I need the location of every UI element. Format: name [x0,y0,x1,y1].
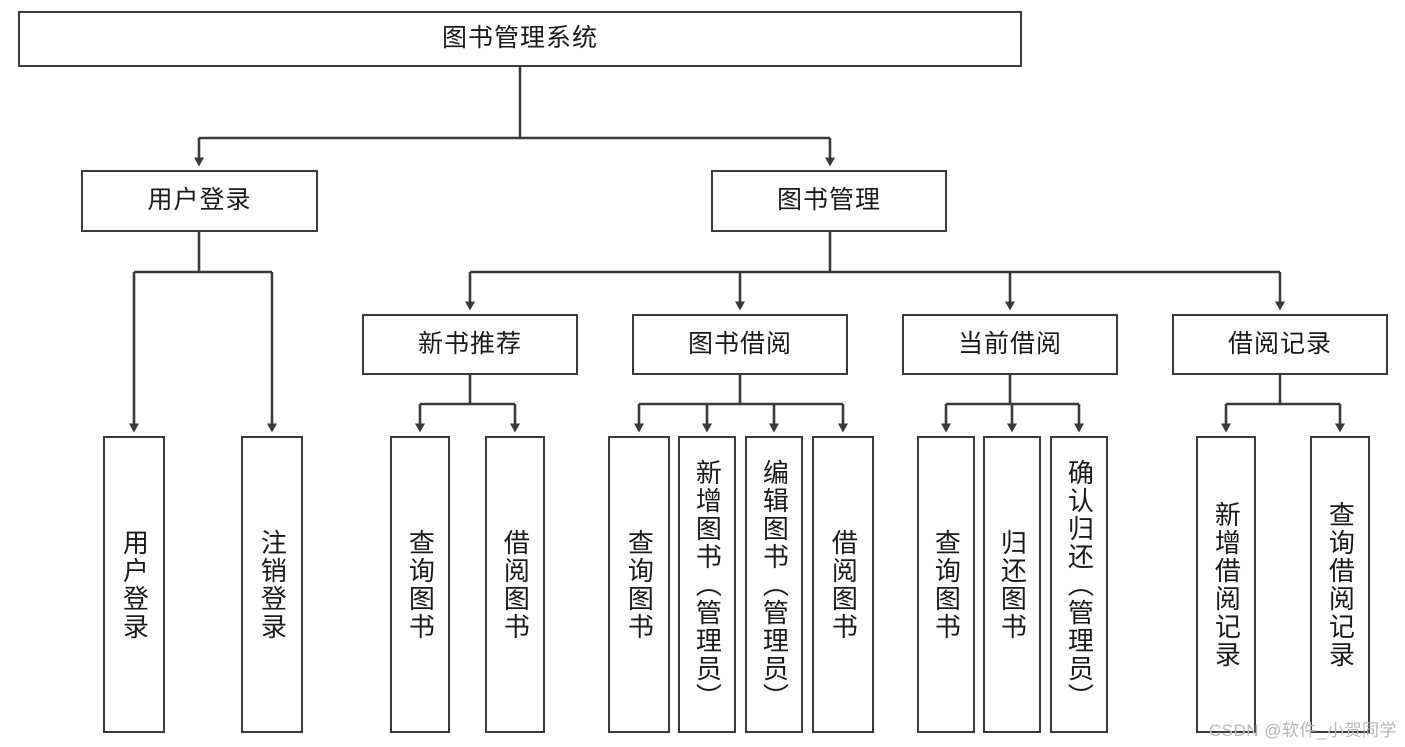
node-book-management[interactable]: 图书管理 [711,170,947,232]
node-leaf-add-book-admin[interactable]: 新增图书（管理员） [678,436,736,733]
node-leaf-query-borrow-record[interactable]: 查询借阅记录 [1310,436,1370,733]
node-leaf-add-borrow-record[interactable]: 新增借阅记录 [1196,436,1256,733]
node-leaf-query-book-rec[interactable]: 查询图书 [390,436,450,733]
node-leaf-borrow-book-rec[interactable]: 借阅图书 [485,436,545,733]
node-leaf-borrow-book[interactable]: 借阅图书 [812,436,874,733]
node-user-login[interactable]: 用户登录 [81,170,318,232]
node-leaf-user-login[interactable]: 用户登录 [103,436,165,733]
node-book-borrow[interactable]: 图书借阅 [632,314,848,375]
node-leaf-query-book-current[interactable]: 查询图书 [917,436,975,733]
node-borrow-record[interactable]: 借阅记录 [1172,314,1388,375]
node-leaf-query-book-borrow[interactable]: 查询图书 [608,436,670,733]
node-leaf-return-book[interactable]: 归还图书 [983,436,1041,733]
node-new-book-recommend[interactable]: 新书推荐 [362,314,578,375]
node-leaf-edit-book-admin[interactable]: 编辑图书（管理员） [745,436,803,733]
node-current-borrow[interactable]: 当前借阅 [902,314,1118,375]
csdn-watermark: CSDN @软件_小贺同学 [1208,721,1397,740]
node-root[interactable]: 图书管理系统 [18,11,1022,67]
node-leaf-user-logout[interactable]: 注销登录 [241,436,303,733]
node-leaf-confirm-return-admin[interactable]: 确认归还（管理员） [1050,436,1108,733]
